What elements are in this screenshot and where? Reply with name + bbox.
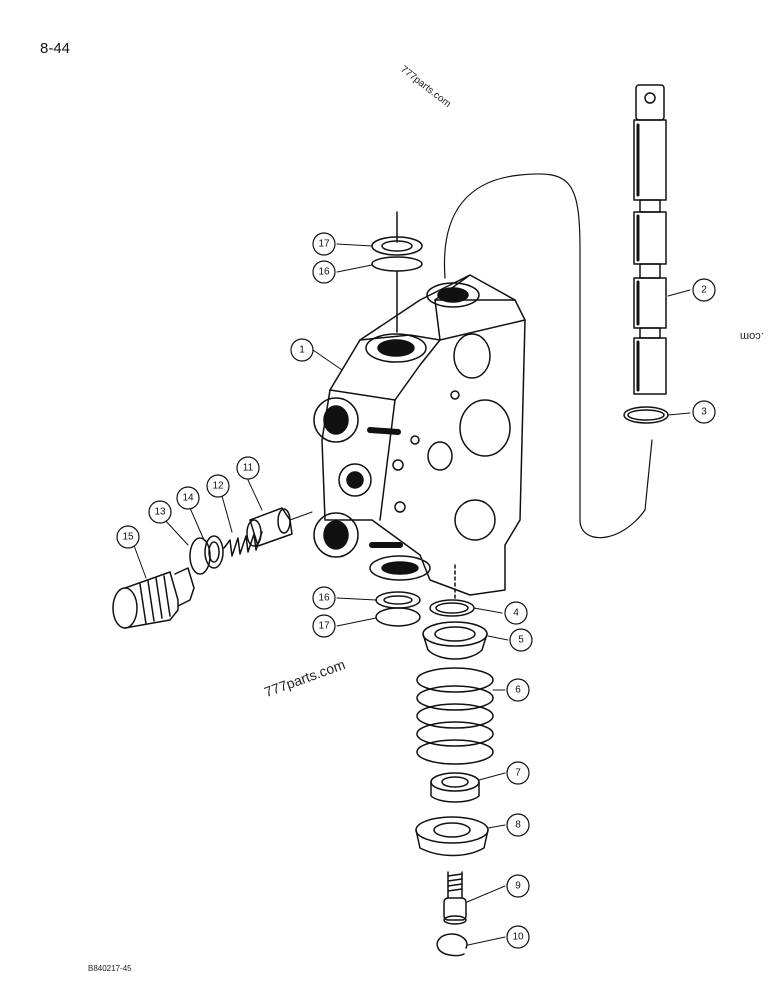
callout-label-8: 8 [515,820,521,831]
callout-circle-2 [692,278,716,302]
callout-circle-16-top [312,260,336,284]
valve-body [313,274,526,596]
callout-label-6: 6 [515,685,521,696]
callout-circle-5 [509,628,533,652]
washer-8 [415,816,489,857]
callout-label-15: 15 [122,532,134,543]
callout-circle-7 [506,761,530,785]
cap-15 [112,567,195,629]
retaining-ring-10 [436,933,468,957]
spool-path-line [443,173,653,539]
callout-label-3: 3 [701,407,707,418]
callout-label-7: 7 [515,768,521,779]
callout-label-16-bottom: 16 [318,593,330,604]
callout-label-11: 11 [243,463,254,474]
callout-circle-11 [236,456,260,480]
callout-circle-10 [506,925,530,949]
seal-17-bottom [375,607,421,627]
callout-label-16-top: 16 [318,267,330,278]
callout-label-5: 5 [518,635,524,646]
callout-circle-17-bottom [312,614,336,638]
callout-circle-3 [692,400,716,424]
poppet-11 [246,507,293,547]
seat-5 [422,621,488,647]
spring-12 [223,531,263,557]
seal-16-top [371,256,423,272]
spacer-7 [430,772,480,803]
page-number: 8-44 [40,40,71,57]
callout-circle-4 [504,601,528,625]
callout-label-14: 14 [182,493,194,504]
callout-circle-12 [206,474,230,498]
spring-6 [416,667,494,765]
callout-label-12: 12 [212,481,224,492]
callout-label-13: 13 [154,507,166,518]
callout-circle-8 [506,813,530,837]
callout-label-17-top: 17 [318,239,330,250]
callout-circle-13 [148,500,172,524]
callout-label-1: 1 [299,345,305,356]
callout-circle-6 [506,678,530,702]
callout-circle-9 [506,874,530,898]
callout-label-9: 9 [515,881,521,892]
callout-circle-14 [176,486,200,510]
callout-circle-1 [290,338,314,362]
callout-label-2: 2 [701,285,707,296]
callout-circle-16-bottom [312,586,336,610]
callout-circle-17-top [312,232,336,256]
bolt-9 [443,871,467,925]
callout-label-17-bottom: 17 [318,621,330,632]
o-ring-13-14 [189,535,224,575]
spool-part [633,84,667,395]
callout-label-4: 4 [513,608,519,619]
figure-code: B840217-45 [88,964,132,973]
seal-16-bottom [375,591,421,609]
callout-circle-15 [116,525,140,549]
callout-label-10: 10 [512,932,524,943]
